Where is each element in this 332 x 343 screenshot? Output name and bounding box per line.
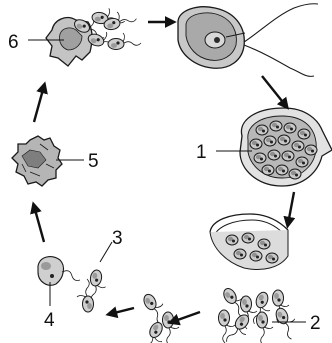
label-3: 3 [112,228,123,249]
free-zoospores [139,290,179,343]
arrow-4-to-5 [34,206,44,242]
label-1: 1 [196,142,207,163]
label-6: 6 [8,32,19,53]
label-4: 4 [44,310,55,331]
germinating-spore [46,6,141,66]
label-5: 5 [88,151,99,172]
resting-spore [12,136,62,186]
mature-cell-with-flagella [178,4,318,77]
fusing-gametes [77,269,108,312]
releasing-sporangium [210,214,301,343]
arrow-top-to-1 [262,76,286,106]
arrow-free-to-3 [110,308,134,314]
leader-line-3 [100,242,112,262]
zygote [38,257,80,286]
arrow-5-to-6 [34,86,44,122]
label-2: 2 [310,313,321,334]
zoosporangium [240,108,332,186]
arrow-2-to-free [172,312,200,322]
arrow-1-to-2 [288,192,294,224]
